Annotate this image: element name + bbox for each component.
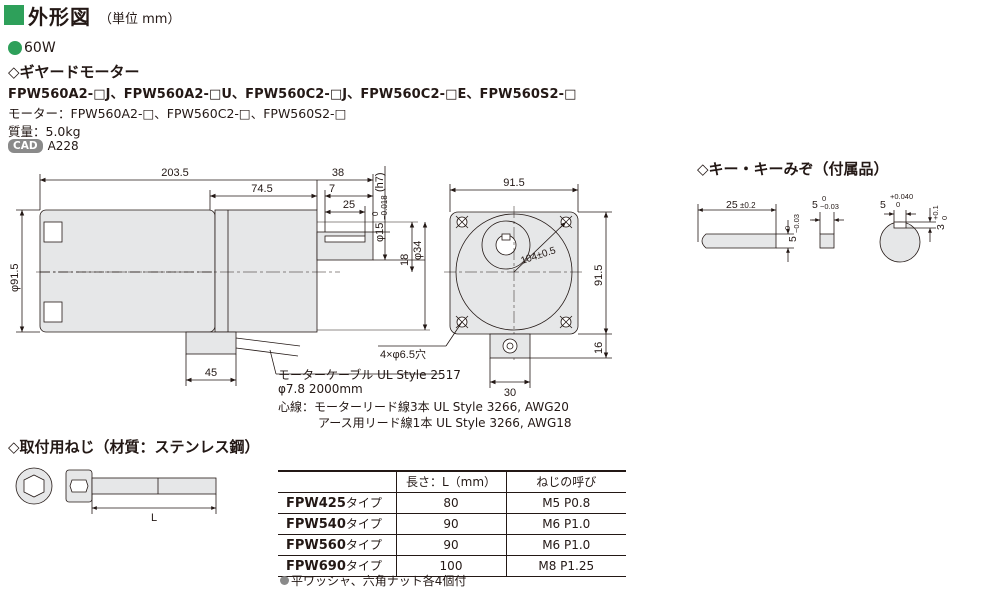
dim-18: 18	[399, 254, 411, 266]
gear-motor-heading: ◇ギヤードモーター	[8, 63, 140, 81]
unit-note: （単位 mm）	[99, 11, 181, 27]
terminal-box	[185, 331, 237, 355]
row-length: 80	[395, 492, 506, 514]
key-w-tol-top: 0	[783, 226, 792, 230]
motor-models: モーター：FPW560A2-□、FPW560C2-□、FPW560S2-□	[8, 106, 347, 121]
table-header-model	[278, 471, 396, 493]
screw-spec-table: 長さ：L（mm） ねじの呼び FPW425タイプ 80 M5 P0.8 FPW5…	[278, 470, 626, 577]
slot-width: 5	[880, 199, 886, 211]
length-label: L	[151, 512, 157, 524]
dim-phi34: φ34	[412, 241, 424, 260]
dim-16: 16	[593, 342, 605, 354]
title-square-icon	[4, 5, 24, 25]
grey-bullet-icon	[280, 576, 289, 585]
row-model: FPW690	[286, 559, 346, 574]
row-suffix: タイプ	[345, 517, 382, 531]
slot-depth: 3	[935, 224, 947, 230]
table-header-thread: ねじの呼び	[505, 471, 626, 493]
key-end-view	[819, 233, 835, 249]
cad-badge: CAD	[8, 139, 43, 153]
keyway	[893, 221, 907, 229]
page-title-row: 外形図 （単位 mm）	[4, 2, 181, 29]
motor-body	[39, 209, 216, 333]
shaft-tol-bot: −0.018	[380, 195, 389, 220]
dim-7: 7	[329, 183, 335, 195]
mounting-holes	[455, 215, 573, 329]
row-thread: M8 P1.25	[505, 555, 626, 577]
table-row: FPW690タイプ 100 M8 P1.25	[278, 555, 626, 577]
table-header-row: 長さ：L（mm） ねじの呼び	[278, 471, 626, 493]
key-w2-tol-top: 0	[822, 194, 826, 203]
table-row: FPW540タイプ 90 M6 P1.0	[278, 513, 626, 535]
key-width: 5	[787, 236, 799, 242]
accessory-note-text: 平ワッシャ、六角ナット各4個付	[291, 574, 467, 588]
row-thread: M6 P1.0	[505, 513, 626, 535]
row-length: 100	[395, 555, 506, 577]
row-length: 90	[395, 534, 506, 556]
key	[324, 235, 366, 243]
motor-rib-bottom	[43, 301, 63, 323]
cad-code: A228	[47, 139, 79, 153]
table-row: FPW560タイプ 90 M6 P1.0	[278, 534, 626, 556]
slot-d-tol-bot: 0	[940, 216, 949, 220]
dim-45: 45	[205, 367, 217, 379]
shaft-tol-top: 0	[371, 211, 380, 216]
key-w2-tol-bot: −0.03	[820, 202, 839, 211]
motor-rib-top	[43, 221, 63, 243]
slot-d-tol-top: +0.1	[931, 205, 940, 220]
cad-row: CAD A228	[8, 139, 79, 153]
power-label-row: 60W	[8, 40, 56, 56]
motor-drawing: 203.5 74.5 38 7 25 φ15 0 −0.018 (h7) 18 …	[9, 166, 612, 399]
gearhead-body	[214, 209, 318, 333]
mass-label: 質量：5.0kg	[8, 124, 81, 139]
row-suffix: タイプ	[345, 496, 382, 510]
green-bullet-icon	[8, 41, 22, 55]
front-height: 91.5	[593, 265, 605, 286]
dim-30: 30	[504, 387, 516, 399]
row-model: FPW540	[286, 517, 346, 532]
table-row: FPW425タイプ 80 M5 P0.8	[278, 492, 626, 514]
screw-heading: ◇取付用ねじ（材質：ステンレス鋼）	[8, 438, 260, 456]
key-part	[701, 233, 777, 249]
front-width: 91.5	[503, 177, 524, 189]
dim-25: 25	[343, 199, 355, 211]
slot-w-tol-top: +0.040	[890, 192, 913, 201]
cable-label: モーターケーブル UL Style 2517	[278, 368, 461, 382]
key-heading: ◇キー・キーみぞ（付属品）	[697, 160, 889, 178]
dim-38: 38	[332, 167, 344, 179]
row-thread: M6 P1.0	[505, 534, 626, 556]
accessory-note: 平ワッシャ、六角ナット各4個付	[280, 572, 466, 589]
dim-total: 203.5	[161, 167, 189, 179]
row-model: FPW425	[286, 496, 346, 511]
key-w-tol-bot: −0.03	[792, 214, 801, 233]
key-drawing: 25 ±0.2 5 0 −0.03 5 0 −0.03 5 +0.040 0 3…	[697, 192, 949, 263]
key-width-2: 5	[812, 199, 818, 211]
shaft-fit: (h7)	[374, 172, 386, 192]
shaft-diameter: φ15	[374, 223, 386, 242]
row-model: FPW560	[286, 538, 346, 553]
key-len-tol: ±0.2	[740, 201, 756, 210]
dim-74-5: 74.5	[251, 183, 272, 195]
key-len: 25	[726, 199, 738, 211]
core-label-2: アース用リード線1本 UL Style 3266, AWG18	[318, 416, 572, 430]
screw-shank	[91, 477, 217, 495]
screw-drawing: L	[15, 467, 217, 524]
row-suffix: タイプ	[345, 538, 382, 552]
row-thread: M5 P0.8	[505, 492, 626, 514]
power-label: 60W	[24, 40, 56, 56]
table-header-length: 長さ：L（mm）	[395, 471, 506, 493]
slot-w-tol-bot: 0	[896, 200, 900, 209]
dim-phi91-5: φ91.5	[9, 263, 21, 292]
cable	[235, 337, 301, 357]
row-length: 90	[395, 513, 506, 535]
page-title: 外形図	[28, 4, 91, 29]
cable-spec: φ7.8 2000mm	[278, 382, 363, 396]
row-suffix: タイプ	[345, 559, 382, 573]
model-list: FPW560A2-□J、FPW560A2-□U、FPW560C2-□J、FPW5…	[8, 87, 577, 102]
holes-label: 4×φ6.5穴	[380, 347, 426, 361]
core-label: 心線：モーターリード線3本 UL Style 3266, AWG20	[278, 400, 569, 414]
